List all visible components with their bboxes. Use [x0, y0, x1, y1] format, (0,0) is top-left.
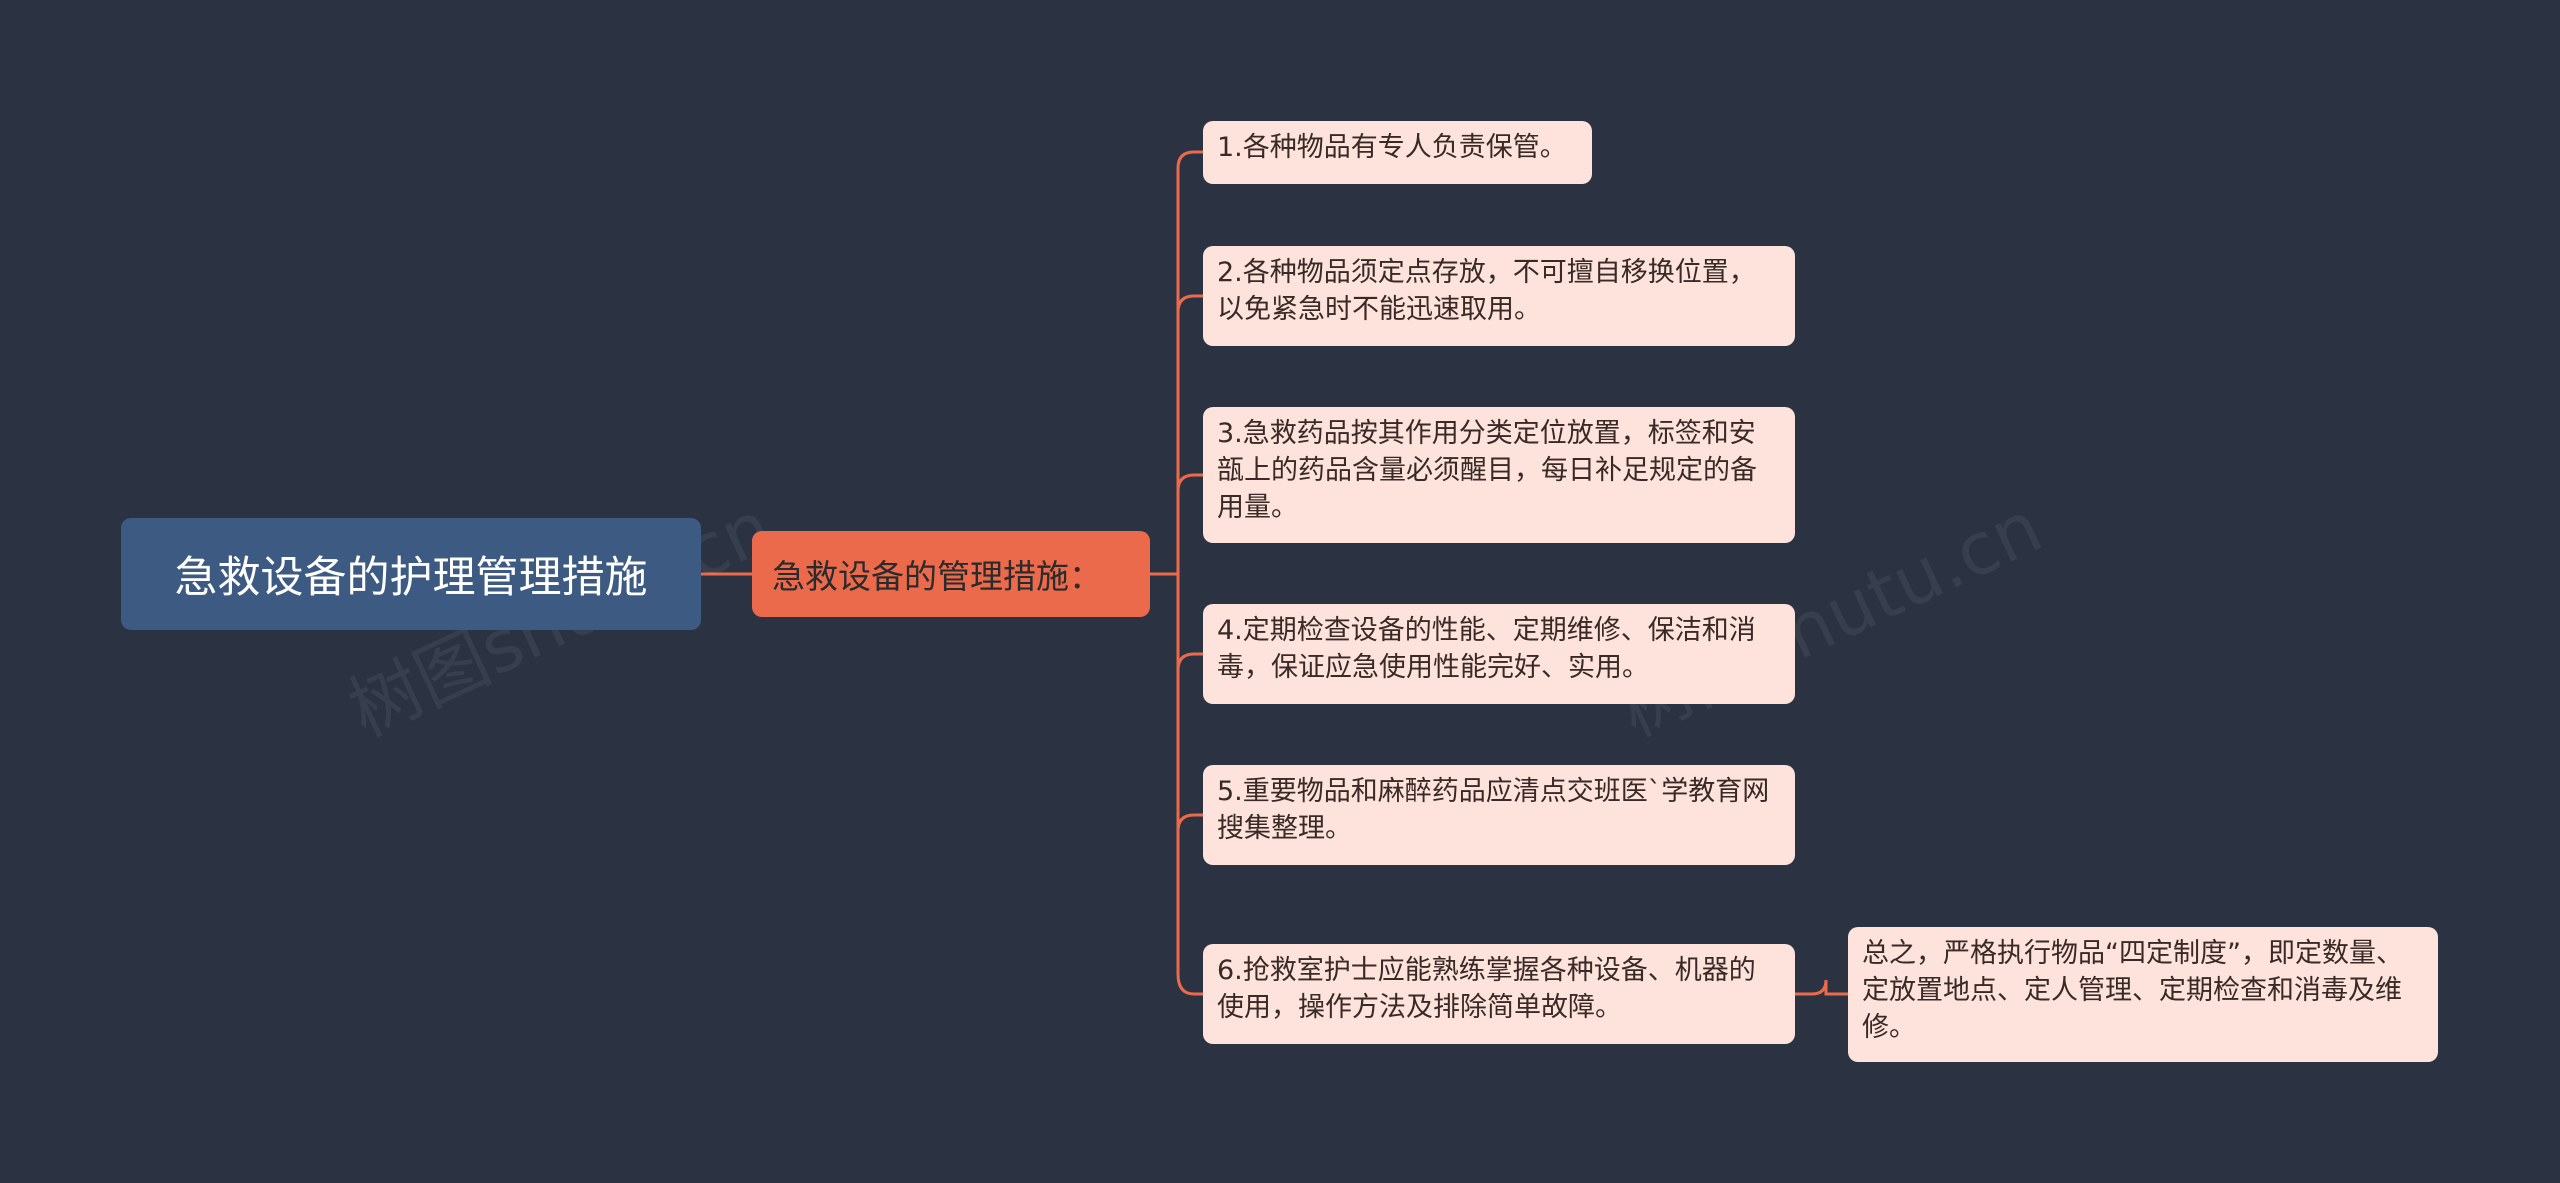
leaf-node-label: 1.各种物品有专人负责保管。 [1217, 132, 1567, 163]
leaf-node-label: 2.各种物品须定点存放，不可擅自移换位置，以免紧急时不能迅速取用。 [1217, 257, 1756, 325]
leaf-node-2[interactable]: 2.各种物品须定点存放，不可擅自移换位置，以免紧急时不能迅速取用。 [1203, 246, 1795, 346]
leaf-node-6[interactable]: 6.抢救室护士应能熟练掌握各种设备、机器的使用，操作方法及排除简单故障。 [1203, 944, 1795, 1044]
leaf-node-label: 4.定期检查设备的性能、定期维修、保洁和消毒，保证应急使用性能完好、实用。 [1217, 615, 1756, 683]
connector-leaf-5 [1176, 813, 1203, 832]
leaf-node-label: 3.急救药品按其作用分类定位放置，标签和安瓿上的药品含量必须醒目，每日补足规定的… [1217, 418, 1757, 523]
leaf-node-1[interactable]: 1.各种物品有专人负责保管。 [1203, 121, 1592, 184]
summary-node-label: 总之，严格执行物品“四定制度”，即定数量、定放置地点、定人管理、定期检查和消毒及… [1862, 938, 2403, 1043]
root-node-label: 急救设备的护理管理措施 [174, 553, 648, 603]
root-node[interactable]: 急救设备的护理管理措施 [121, 518, 701, 630]
connector-leaf-4 [1176, 652, 1203, 671]
leaf-node-4[interactable]: 4.定期检查设备的性能、定期维修、保洁和消毒，保证应急使用性能完好、实用。 [1203, 604, 1795, 704]
connector-leaf6-summary [1795, 979, 1848, 996]
summary-node[interactable]: 总之，严格执行物品“四定制度”，即定数量、定放置地点、定人管理、定期检查和消毒及… [1848, 927, 2438, 1062]
connector-leaf-1 [1176, 150, 1203, 169]
leaf-node-3[interactable]: 3.急救药品按其作用分类定位放置，标签和安瓿上的药品含量必须醒目，每日补足规定的… [1203, 407, 1795, 543]
leaf-node-5[interactable]: 5.重要物品和麻醉药品应清点交班医`学教育网搜集整理。 [1203, 765, 1795, 865]
connector-leaf-2 [1176, 294, 1203, 313]
branch-node[interactable]: 急救设备的管理措施： [752, 531, 1150, 617]
leaf-node-label: 5.重要物品和麻醉药品应清点交班医`学教育网搜集整理。 [1217, 776, 1770, 844]
connector-leaf-3 [1176, 473, 1203, 492]
connector-leaf-6 [1176, 973, 1203, 996]
leaf-node-label: 6.抢救室护士应能熟练掌握各种设备、机器的使用，操作方法及排除简单故障。 [1217, 955, 1756, 1023]
branch-node-label: 急救设备的管理措施： [772, 557, 1102, 596]
